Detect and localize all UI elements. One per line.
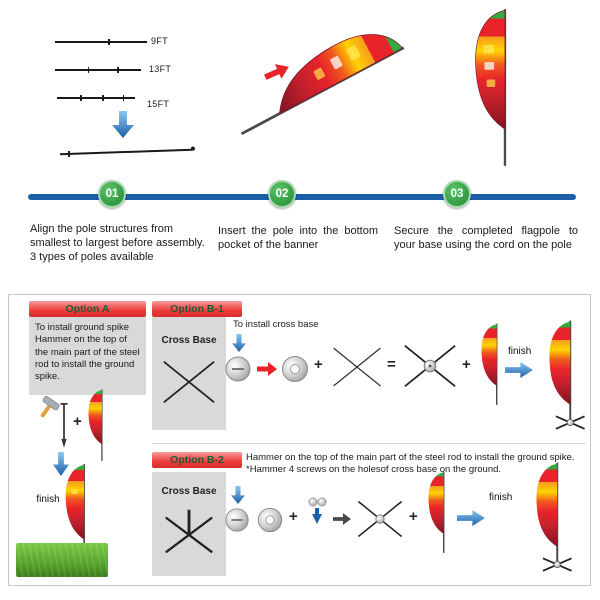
small-screws-down-icon: [308, 497, 327, 524]
screw-icon: [225, 356, 251, 382]
cross-base-parts-icon: [333, 347, 381, 387]
option-b1-intro: To install cross base: [233, 319, 319, 330]
option-a-title: To install ground spike: [35, 322, 129, 333]
option-b2-crossbase-label: Cross Base: [161, 486, 217, 497]
small-flag-icon: [428, 471, 445, 553]
cross-base-with-pole-icon: [165, 509, 213, 554]
hammer-icon: [40, 396, 60, 418]
small-flag-icon: [88, 389, 103, 462]
grass-patch: [16, 543, 108, 577]
pole-13ft-label: 13FT: [149, 64, 172, 74]
flag-on-cross-base-icon: [536, 462, 572, 572]
step-1-number: 01: [105, 188, 119, 200]
pole-13ft-line: [55, 66, 141, 73]
flag-on-cross-base-icon: [549, 320, 585, 430]
step-3-number: 03: [450, 188, 464, 200]
option-b2-finish-label: finish: [489, 492, 513, 503]
step-2-text: Insert the pole into the bottom pocket o…: [218, 225, 378, 252]
equals-sign: =: [387, 356, 396, 373]
option-b1-crossbase-label: Cross Base: [161, 335, 217, 346]
ground-spike-icon: [60, 403, 68, 448]
step-2-number: 02: [275, 188, 289, 200]
washer-icon: [282, 356, 308, 382]
step-3-text: Secure the completed flagpole to your ba…: [394, 225, 578, 252]
option-b1-crossbase-panel: Cross Base: [152, 317, 226, 430]
banner-insert-illustration: [240, 34, 405, 136]
option-b-divider: [152, 443, 586, 444]
pole-9ft-label: 9FT: [151, 36, 168, 46]
assembled-cross-base-icon: [357, 500, 403, 538]
step-1-badge: 01: [98, 180, 126, 208]
assembled-cross-base-icon: [404, 345, 456, 387]
plus-sign: +: [314, 356, 323, 373]
pole-9ft-line: [55, 38, 147, 45]
washer-icon: [257, 507, 283, 533]
step-2-badge: 02: [268, 180, 296, 208]
option-b2-line2: *Hammer 4 screws on the holesof cross ba…: [246, 464, 502, 475]
plus-sign: +: [462, 356, 471, 373]
plus-sign: +: [409, 508, 418, 525]
plus-sign: +: [73, 413, 82, 430]
option-a-body: Hammer on the top of the main part of th…: [35, 334, 140, 383]
cross-base-icon: [163, 361, 215, 403]
screw-icon: [225, 508, 249, 532]
option-a-instructions: To install ground spike Hammer on the to…: [29, 317, 146, 395]
option-b2-header: Option B-2: [152, 452, 242, 468]
option-a-finish-label: finish: [36, 494, 60, 505]
small-flag-icon: [481, 323, 498, 405]
step-1-text: Align the pole structures from smallest …: [30, 223, 205, 264]
option-b2-line1: Hammer on the top of the main part of th…: [246, 452, 575, 463]
assemble-down-arrow-icon: [112, 111, 134, 138]
assembled-pole-line: [60, 146, 196, 157]
steps-timeline-bar: [28, 194, 576, 200]
option-b2-crossbase-panel: Cross Base: [152, 472, 226, 576]
assembled-flag-illustration: [475, 9, 507, 166]
option-b1-header: Option B-1: [152, 301, 242, 317]
pole-15ft-label: 15FT: [147, 99, 170, 109]
option-a-header: Option A: [29, 301, 146, 317]
plus-sign: +: [289, 508, 298, 525]
pole-15ft-line: [57, 94, 135, 101]
step-3-badge: 03: [443, 180, 471, 208]
option-b1-finish-label: finish: [508, 346, 532, 357]
